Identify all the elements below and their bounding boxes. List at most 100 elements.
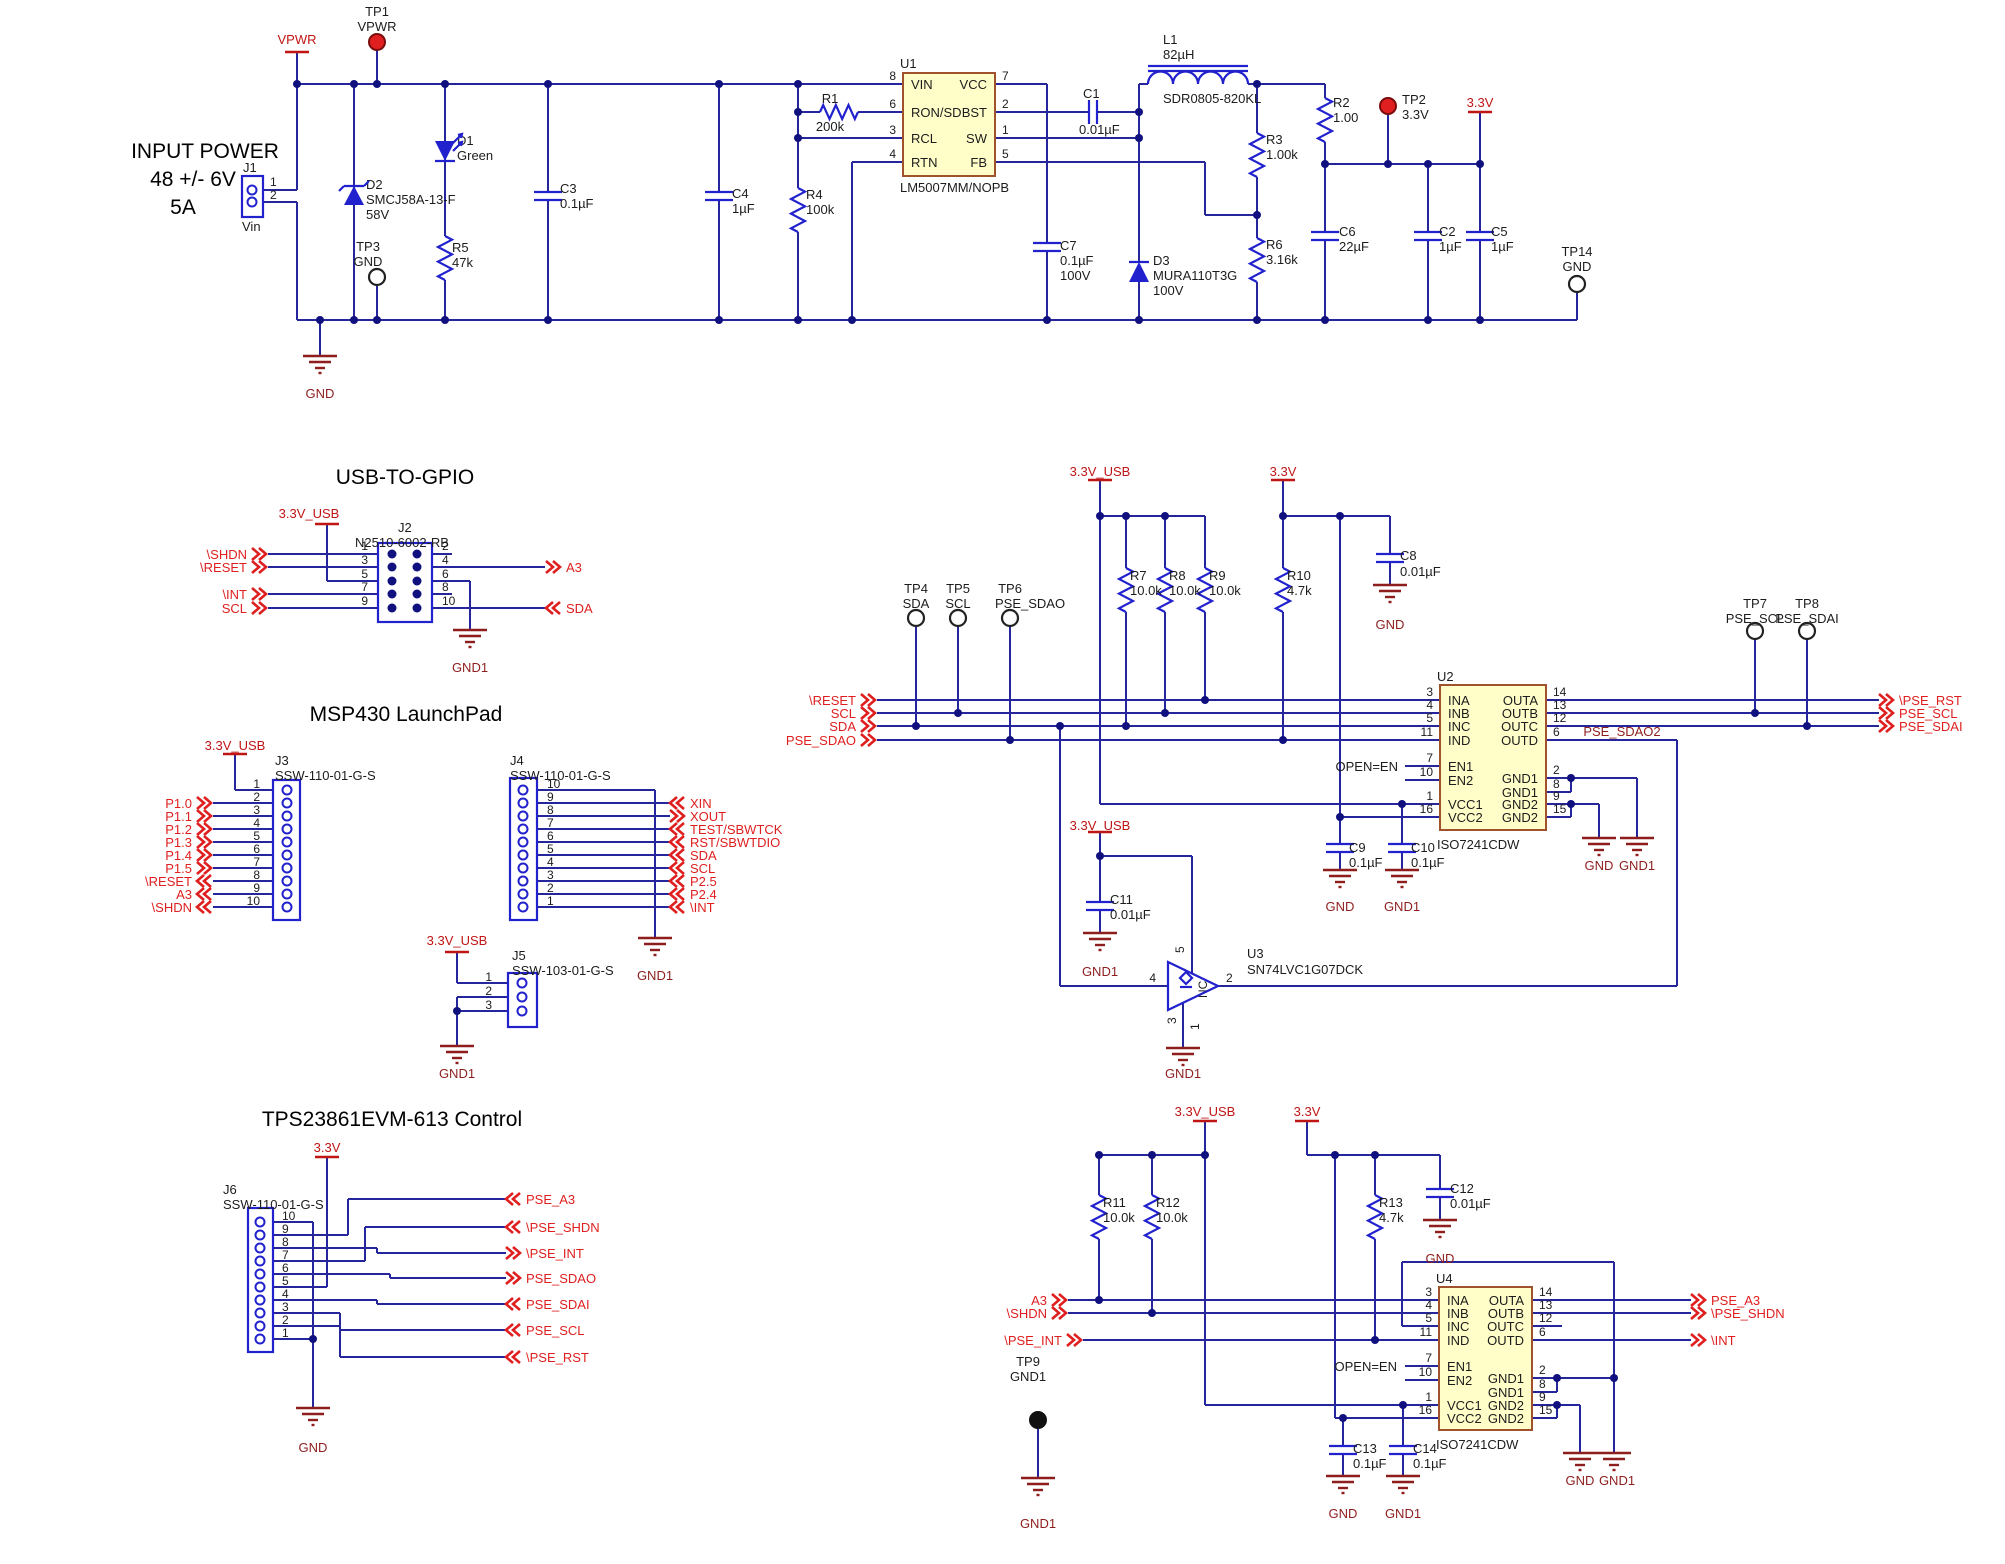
label: 4 xyxy=(547,855,554,869)
junction-dot xyxy=(350,316,358,324)
label: R11 xyxy=(1103,1195,1126,1210)
pin-label: 6 xyxy=(1539,1325,1546,1339)
resistor-R10 xyxy=(1273,567,1293,613)
junction-dot xyxy=(1122,512,1130,520)
label: 5 xyxy=(1173,946,1187,953)
pin-label: GND1 xyxy=(1502,785,1538,800)
flag-chevron-icon xyxy=(1690,1306,1707,1320)
pin-label: 2 xyxy=(1002,97,1009,111)
label: 1 xyxy=(547,894,554,908)
net-flag: \INT xyxy=(1690,1333,1736,1348)
label: GND xyxy=(1426,1251,1455,1266)
label: GND xyxy=(1326,899,1355,914)
junction-dot xyxy=(1336,813,1344,821)
label: 10.0k xyxy=(1130,583,1162,598)
junction-dot xyxy=(1096,512,1104,520)
junction-dot xyxy=(1553,1374,1561,1382)
label: R1 xyxy=(822,91,839,106)
junction-dot xyxy=(912,722,920,730)
label: 47k xyxy=(452,255,473,270)
ground-symbol xyxy=(1423,1218,1457,1239)
label: 4 xyxy=(442,553,449,567)
pin-circle xyxy=(412,562,422,572)
label: R8 xyxy=(1169,568,1186,583)
pin-label: U2 xyxy=(1437,669,1454,684)
net-label: XIN xyxy=(690,796,712,811)
pin-label: EN1 xyxy=(1448,759,1473,774)
flag-chevron-icon xyxy=(669,809,686,823)
flag-chevron-icon xyxy=(1878,719,1895,733)
junction-dot xyxy=(1339,1414,1347,1422)
label: 0.1µF xyxy=(1411,855,1445,870)
flag-chevron-icon xyxy=(1051,1293,1068,1307)
net-label: PSE_SDAI xyxy=(526,1297,590,1312)
net-label: \RESET xyxy=(809,693,856,708)
ground-symbol xyxy=(638,936,672,957)
flag-chevron-icon xyxy=(251,601,268,615)
label: R10 xyxy=(1287,568,1311,583)
net-flag: \RESET xyxy=(809,693,877,708)
label: 3.16k xyxy=(1266,252,1298,267)
label: C6 xyxy=(1339,224,1356,239)
junction-dot xyxy=(293,80,301,88)
net-label: A3 xyxy=(176,887,192,902)
label: C10 xyxy=(1411,840,1435,855)
label: 10.0k xyxy=(1169,583,1201,598)
pin-label: ISO7241CDW xyxy=(1437,837,1520,852)
net-flag: \SHDN xyxy=(207,547,268,562)
label: 2 xyxy=(547,881,554,895)
junction-dot xyxy=(1279,736,1287,744)
pin-label: INB xyxy=(1448,706,1470,721)
junction-dot xyxy=(848,316,856,324)
junction-dot xyxy=(1371,1336,1379,1344)
pin-label: 14 xyxy=(1553,685,1567,699)
testpoint-open xyxy=(367,267,387,287)
tvs-diode-d2 xyxy=(338,180,370,205)
pin-circle xyxy=(412,549,422,559)
label: SN74LVC1G07DCK xyxy=(1247,962,1363,977)
junction-dot xyxy=(309,1335,317,1343)
pin-circle xyxy=(517,797,529,809)
pin-circle xyxy=(517,862,529,874)
pin-circle xyxy=(517,823,529,835)
pin-label: 4 xyxy=(1425,1298,1432,1312)
label: C4 xyxy=(732,186,749,201)
flag-chevron-icon xyxy=(668,848,685,862)
testpoint-open xyxy=(1745,621,1765,641)
net-label: SDA xyxy=(566,601,593,616)
flag-chevron-icon xyxy=(860,693,877,707)
capacitor-C8 xyxy=(1376,552,1404,564)
pin-label: 9 xyxy=(1539,1390,1546,1404)
pin-label: U1 xyxy=(900,56,917,71)
net-flag: PSE_A3 xyxy=(504,1192,575,1207)
ic-U1: 8VIN6RON/SD3RCL4RTN7VCC2BST1SW5FBU1LM500… xyxy=(889,56,1009,195)
label: 1 xyxy=(485,970,492,984)
flag-chevron-icon xyxy=(1066,1333,1083,1347)
capacitor-C9 xyxy=(1326,842,1354,854)
label: TP14 xyxy=(1561,244,1592,259)
label: C13 xyxy=(1353,1441,1377,1456)
pin-circle xyxy=(254,1255,266,1267)
label: GND1 xyxy=(1384,899,1420,914)
flag-chevron-icon xyxy=(504,1220,521,1234)
pin-label: 9 xyxy=(1553,789,1560,803)
flag-chevron-icon xyxy=(196,796,213,810)
pin-label: GND1 xyxy=(1502,771,1538,786)
section-title: USB-TO-GPIO xyxy=(336,466,474,489)
ground-symbol xyxy=(1582,836,1616,857)
junction-dot xyxy=(1201,696,1209,704)
net-label: P1.1 xyxy=(165,809,192,824)
net-flag: \INT xyxy=(668,900,715,915)
pin-circle xyxy=(517,784,529,796)
label: C11 xyxy=(1110,892,1133,907)
junction-dot xyxy=(373,316,381,324)
testpoint-red xyxy=(1379,97,1397,115)
label: R4 xyxy=(806,187,823,202)
testpoint-black xyxy=(1029,1411,1047,1429)
junction-dot xyxy=(1567,774,1575,782)
label: 3 xyxy=(282,1300,289,1314)
label: 7 xyxy=(361,580,368,594)
section-title: INPUT POWER xyxy=(131,140,279,163)
pin-label: 3 xyxy=(1426,685,1433,699)
